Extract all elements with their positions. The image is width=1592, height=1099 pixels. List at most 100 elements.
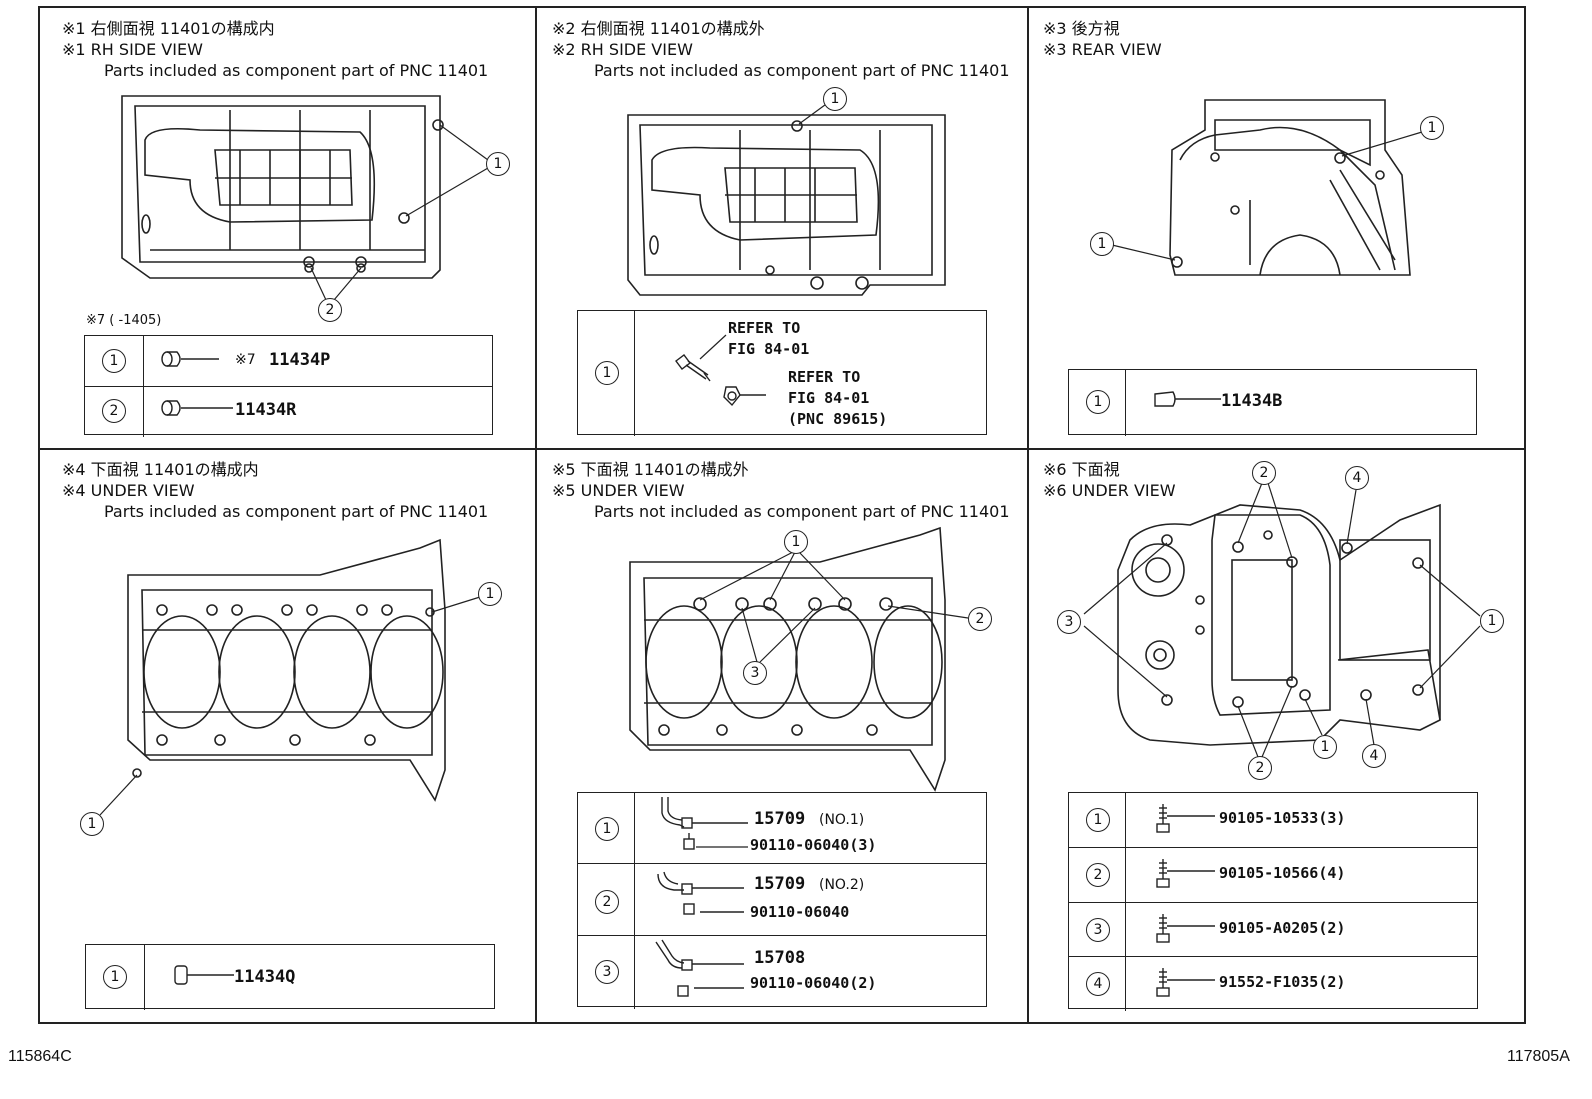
callout-4: 4 (1362, 744, 1386, 768)
legend-row: 1 11434Q (86, 945, 494, 1010)
callout-1: 1 (784, 530, 808, 554)
row-number: 1 (595, 361, 619, 385)
callout-2: 2 (1252, 461, 1276, 485)
panel-3-title-jp: ※3 後方視 (1043, 19, 1120, 38)
refer-text: REFER TO (788, 368, 861, 386)
panel-2-subtitle: Parts not included as component part of … (594, 61, 1010, 80)
part-number: 11434R (235, 400, 297, 420)
callout-1: 1 (1313, 735, 1337, 759)
refer-pnc: (PNC 89615) (788, 410, 888, 428)
row-number: 3 (595, 960, 619, 984)
part-number: 11434Q (234, 967, 296, 987)
part-number: 91552-F1035(2) (1219, 973, 1346, 991)
callout-1: 1 (478, 582, 502, 606)
oil-jet-icon (655, 939, 744, 997)
panel-5-legend: 1 15709 (NO.1) 90110-06040(3) 2 15709 (N… (577, 792, 987, 1009)
panel-3-legend: 1 11434B (1068, 369, 1477, 436)
callout-2: 2 (318, 298, 342, 322)
row-number: 1 (1086, 808, 1110, 832)
panel-6-title-en: ※6 UNDER VIEW (1043, 481, 1176, 500)
legend-row: 2 15709 (NO.2) 90110-06040 (578, 863, 986, 936)
bolt-number: 90110-06040 (750, 903, 850, 921)
figure-code-left: 115864C (8, 1048, 72, 1065)
part-tag: (NO.2) (819, 877, 865, 893)
refer-text: REFER TO (728, 319, 801, 337)
part-number: 15708 (754, 948, 806, 968)
panel-3-title-en: ※3 REAR VIEW (1043, 40, 1162, 59)
callout-1: 1 (80, 812, 104, 836)
legend-row: 4 91552-F1035(2) (1069, 956, 1477, 1011)
legend-row: 1 REFER TO FIG 84-01 REFER TO FIG 84-01 … (578, 311, 986, 436)
legend-row: 1 15709 (NO.1) 90110-06040(3) (578, 793, 986, 863)
callout-4: 4 (1345, 466, 1369, 490)
panel-5-caption: ※5 下面視 11401の構成外 ※5 UNDER VIEW Parts not… (552, 459, 1010, 522)
pin-icon (161, 351, 219, 367)
legend-row: 2 11434R (85, 386, 492, 437)
legend-row: 1 ※7 11434P (85, 336, 492, 386)
panel-1-caption: ※1 右側面視 11401の構成内 ※1 RH SIDE VIEW Parts … (62, 18, 488, 81)
row-number: 2 (1086, 863, 1110, 887)
row-number: 1 (103, 965, 127, 989)
panel-6-legend: 1 90105-10533(3) 2 90105-10566(4) 3 9010… (1068, 792, 1478, 1011)
divider (535, 6, 537, 1024)
panel-4-title-jp: ※4 下面視 11401の構成内 (62, 460, 259, 479)
diagram-frame (38, 6, 1526, 1024)
panel-6-caption: ※6 下面視 ※6 UNDER VIEW (1043, 459, 1176, 501)
bolt-icon (1156, 914, 1215, 943)
callout-3: 3 (743, 661, 767, 685)
panel-2-legend: 1 REFER TO FIG 84-01 REFER TO FIG 84-01 … (577, 310, 987, 436)
legend-row: 2 90105-10566(4) (1069, 847, 1477, 903)
legend-row: 3 15708 90110-06040(2) (578, 935, 986, 1009)
part-number: 15709 (754, 809, 806, 829)
row-number: 1 (102, 349, 126, 373)
callout-1: 1 (1420, 116, 1444, 140)
refer-fig: FIG 84-01 (788, 389, 870, 407)
bolt-number: 90110-06040(3) (750, 836, 877, 854)
sensor-icon (723, 386, 766, 407)
part-number: 11434B (1221, 391, 1283, 411)
row-number: 2 (595, 890, 619, 914)
callout-2: 2 (1248, 756, 1272, 780)
oil-jet-icon (657, 871, 744, 915)
pin-icon (174, 965, 234, 985)
legend-row: 3 90105-A0205(2) (1069, 902, 1477, 957)
row-number: 1 (595, 817, 619, 841)
panel-1-note: ※7 ( -1405) (86, 313, 162, 328)
panel-2-title-jp: ※2 右側面視 11401の構成外 (552, 19, 765, 38)
bolt-icon (1156, 804, 1215, 833)
figure-code-right: 117805A (1507, 1048, 1570, 1065)
divider (38, 448, 1526, 450)
bolt-number: 90110-06040(2) (750, 974, 877, 992)
refer-fig: FIG 84-01 (728, 340, 810, 358)
panel-4-legend: 1 11434Q (85, 944, 495, 1010)
panel-1-title-jp: ※1 右側面視 11401の構成内 (62, 19, 275, 38)
row-number: 4 (1086, 972, 1110, 996)
pin-icon (161, 400, 233, 416)
panel-4-caption: ※4 下面視 11401の構成内 ※4 UNDER VIEW Parts inc… (62, 459, 488, 522)
part-number: 90105-A0205(2) (1219, 919, 1346, 937)
part-number: 15709 (754, 874, 806, 894)
panel-1-subtitle: Parts included as component part of PNC … (104, 61, 489, 80)
panel-4-title-en: ※4 UNDER VIEW (62, 481, 195, 500)
callout-1: 1 (823, 87, 847, 111)
divider (1027, 6, 1029, 1024)
panel-1-title-en: ※1 RH SIDE VIEW (62, 40, 203, 59)
panel-6-title-jp: ※6 下面視 (1043, 460, 1120, 479)
bolt-icon (1156, 968, 1215, 997)
panel-1-legend: 1 ※7 11434P 2 11434R (84, 335, 493, 437)
part-number: 90105-10566(4) (1219, 864, 1346, 882)
panel-3-caption: ※3 後方視 ※3 REAR VIEW (1043, 18, 1162, 60)
legend-row: 1 90105-10533(3) (1069, 793, 1477, 847)
callout-1: 1 (1480, 609, 1504, 633)
row-number: 3 (1086, 918, 1110, 942)
row-number: 2 (102, 399, 126, 423)
callout-1: 1 (486, 152, 510, 176)
callout-1: 1 (1090, 232, 1114, 256)
panel-4-subtitle: Parts included as component part of PNC … (104, 502, 489, 521)
